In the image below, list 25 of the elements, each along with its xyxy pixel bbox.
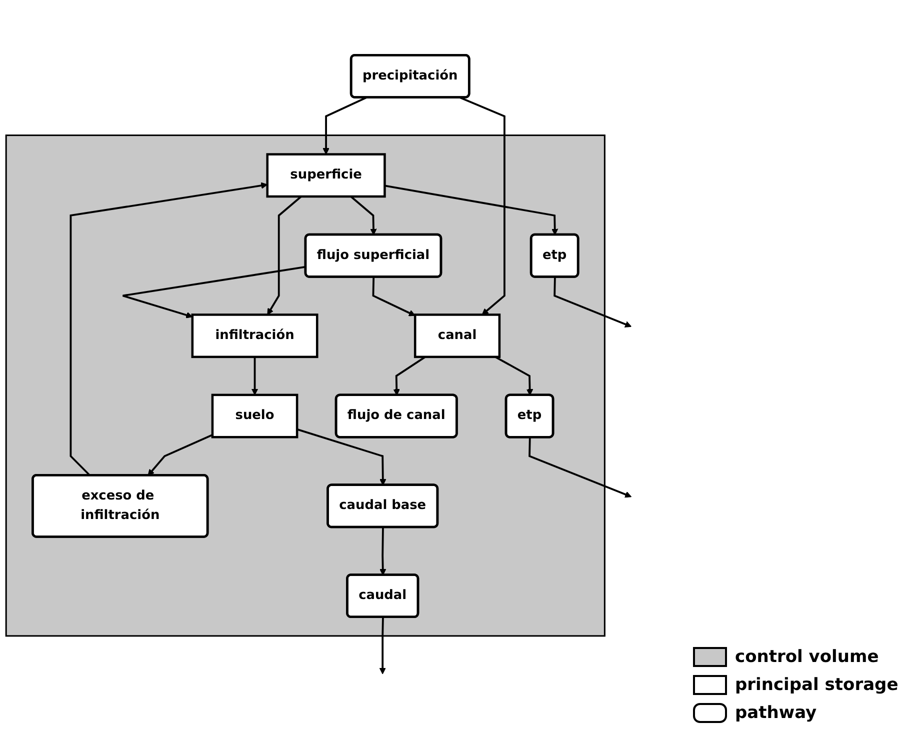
legend-label: pathway	[735, 703, 817, 723]
node-box: canal	[414, 313, 501, 358]
legend-label: control volume	[735, 647, 879, 667]
node-box: suelo	[211, 393, 298, 438]
cluster	[5, 134, 606, 636]
node-box: infiltración	[191, 313, 318, 358]
arrow	[528, 437, 632, 498]
legend-label: principal storage	[735, 675, 898, 695]
arrow	[372, 276, 416, 316]
arrow	[70, 182, 268, 476]
arrow	[350, 195, 377, 235]
arrow	[251, 356, 258, 395]
arrow	[296, 428, 386, 486]
arrow	[122, 265, 306, 318]
arrow	[267, 195, 302, 315]
arrow	[384, 184, 558, 235]
node-box: superficie	[266, 152, 386, 198]
arrow	[148, 434, 213, 476]
arrow	[494, 356, 534, 396]
arrow	[393, 356, 426, 396]
arrow	[379, 616, 386, 674]
arrow	[380, 526, 386, 575]
arrow	[322, 96, 367, 154]
arrow	[554, 276, 632, 328]
arrow	[460, 96, 506, 315]
